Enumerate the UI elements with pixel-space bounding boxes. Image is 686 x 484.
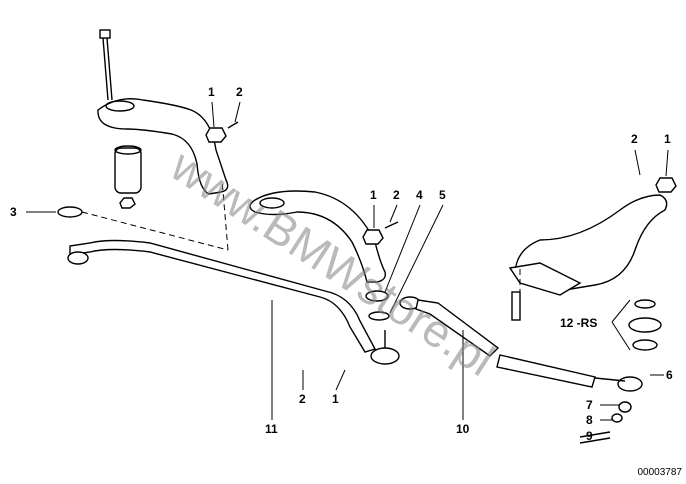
callout-1: 1 bbox=[332, 392, 339, 406]
callout-12-rs: 12 -RS bbox=[560, 316, 598, 330]
bearing-12-rs bbox=[628, 299, 662, 351]
callout-1: 1 bbox=[208, 85, 215, 99]
washers bbox=[365, 290, 390, 321]
center-link bbox=[67, 239, 400, 365]
callout-7: 7 bbox=[586, 398, 593, 412]
tie-rod bbox=[399, 296, 643, 392]
callout-3: 3 bbox=[10, 205, 17, 219]
callout-10: 10 bbox=[456, 422, 470, 436]
callout-2: 2 bbox=[631, 132, 638, 146]
nut-middle bbox=[362, 221, 399, 245]
assembly-guides bbox=[81, 179, 521, 295]
callout-8: 8 bbox=[586, 413, 593, 427]
callout-1: 1 bbox=[370, 188, 377, 202]
washer-3 bbox=[57, 206, 83, 218]
diagram-number: 00003787 bbox=[637, 467, 683, 478]
bolt-9 bbox=[579, 401, 632, 444]
bushing bbox=[114, 145, 142, 209]
pitman-arm-top bbox=[97, 98, 229, 195]
callout-4: 4 bbox=[416, 188, 423, 202]
bolt-top bbox=[99, 29, 113, 101]
leader-lines bbox=[26, 101, 669, 421]
callout-5: 5 bbox=[439, 188, 446, 202]
callout-2: 2 bbox=[299, 392, 306, 406]
callout-11: 11 bbox=[265, 422, 278, 436]
callout-6: 6 bbox=[666, 368, 673, 382]
callout-2: 2 bbox=[236, 85, 243, 99]
callout-2: 2 bbox=[393, 188, 400, 202]
callout-9: 9 bbox=[586, 429, 593, 443]
callout-1: 1 bbox=[664, 132, 671, 146]
nut-top bbox=[205, 121, 239, 143]
steering-arm-right bbox=[508, 177, 677, 321]
idler-arm-middle bbox=[249, 190, 387, 283]
